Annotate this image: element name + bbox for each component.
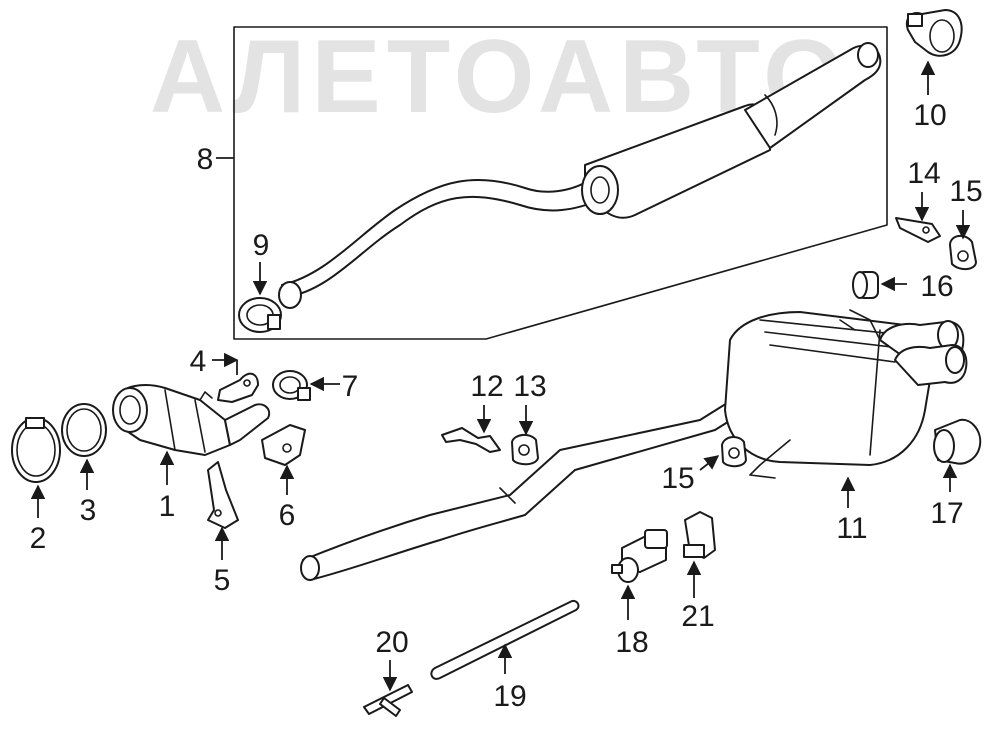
callout-3: 3 [80, 494, 97, 527]
callout-21: 21 [681, 600, 714, 633]
callout-5: 5 [214, 564, 231, 597]
callout-16: 16 [920, 270, 953, 303]
callout-14: 14 [907, 157, 940, 190]
callout-1: 1 [159, 490, 176, 523]
callout-15-upper: 15 [949, 175, 982, 208]
callout-11: 11 [836, 512, 867, 545]
leader-lines [30, 60, 971, 692]
clamp-7 [272, 370, 311, 401]
catalytic-converter [112, 384, 271, 456]
bracket-14 [895, 217, 941, 243]
callout-19: 19 [493, 680, 526, 713]
rear-muffler [300, 309, 968, 581]
callout-12: 12 [470, 370, 503, 403]
bracket-4 [217, 372, 259, 403]
callout-15-lower: 15 [661, 462, 694, 495]
clamp-10 [906, 9, 963, 57]
rubber-hanger-15a [949, 234, 977, 270]
callout-18: 18 [615, 626, 648, 659]
hanger-bracket-6 [261, 424, 306, 466]
callout-labels: 1 2 3 4 5 6 7 8 9 10 11 12 13 14 15 16 1… [30, 99, 983, 713]
bracket-5 [207, 461, 239, 529]
callout-8: 8 [197, 143, 214, 176]
gasket-3 [61, 403, 107, 457]
bracket-12 [441, 427, 501, 453]
clamp-2 [11, 417, 61, 483]
callout-17: 17 [930, 497, 963, 530]
rubber-hanger-15b [721, 436, 747, 468]
bracket-21 [683, 511, 716, 559]
callout-2: 2 [30, 522, 47, 555]
callout-6: 6 [279, 499, 296, 532]
valve-actuator-18 [611, 529, 668, 583]
callout-4: 4 [190, 345, 207, 378]
clamp-9 [238, 297, 282, 333]
hose-19 [430, 600, 580, 680]
intermediate-pipe-front-muffler [278, 42, 882, 309]
callout-10: 10 [913, 99, 946, 132]
assembly-box-8 [233, 26, 888, 340]
callout-20: 20 [375, 626, 408, 659]
tailpipe-tip-17 [933, 418, 982, 465]
rubber-hanger-13 [511, 434, 539, 466]
rubber-mount-16 [852, 271, 879, 299]
callout-9: 9 [253, 229, 270, 262]
t-connector-20 [363, 684, 413, 717]
callout-7: 7 [342, 370, 359, 403]
callout-13: 13 [513, 370, 546, 403]
